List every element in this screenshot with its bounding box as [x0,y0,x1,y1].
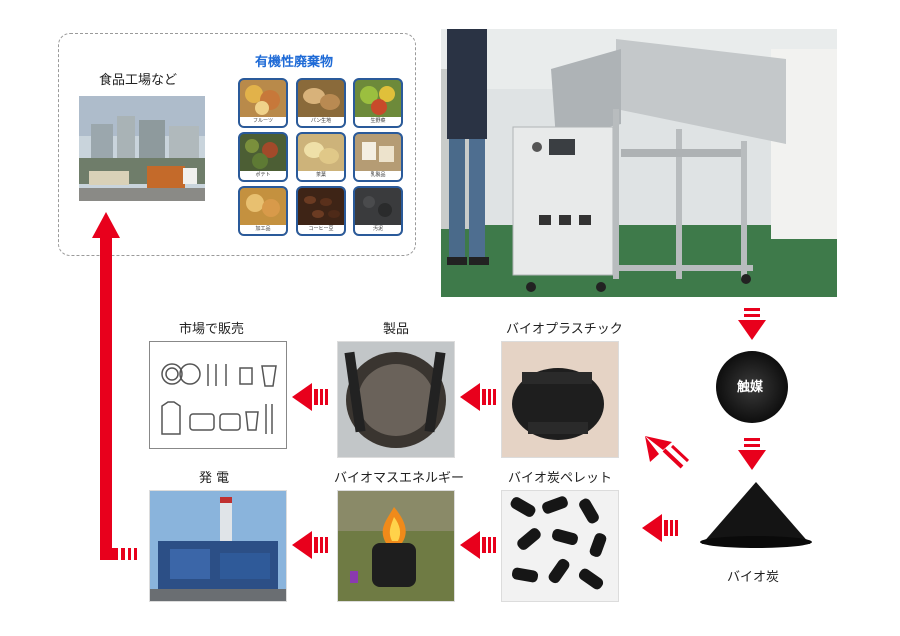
carbonization-machine-photo [441,29,837,297]
market-label: 市場で販売 [179,322,245,337]
waste-label-vegetable: 生野菜 [355,117,401,126]
waste-label-tea: ポテト [240,171,286,180]
product-label: 製品 [383,322,410,337]
waste-title: 有機性廃棄物 [255,55,334,70]
waste-tile-potato: 茶葉 [296,132,346,182]
arrow-energy-to-power [292,531,328,559]
waste-label-bread: パン生地 [298,117,344,126]
arrow-bioplastic-to-product [460,383,496,411]
waste-label-dairy: 乳製品 [355,171,401,180]
market-image [149,341,287,449]
biochar-image [696,478,814,548]
waste-label-sludge: 汚泥 [355,225,401,234]
arrow-pellet-to-energy [460,531,496,559]
catalyst-label: 触媒 [737,380,764,395]
factory-photo [79,96,205,201]
waste-label-potato: 茶葉 [298,171,344,180]
factory-label: 食品工場など [99,73,178,88]
pellet-image [501,490,619,602]
biochar-label: バイオ炭 [727,570,780,585]
product-image [337,341,455,458]
arrow-product-to-market [292,383,328,411]
arrow-biochar-to-pellet [642,514,678,542]
power-plant-image [149,490,287,602]
bioplastic-label: バイオプラスチック [506,322,623,337]
arrow-power-to-source [92,212,137,560]
waste-label-coffee: コーヒー豆 [298,225,344,234]
energy-image [337,490,455,602]
arrow-catalyst-to-biochar [738,438,766,470]
waste-label-processed: 加工品 [240,225,286,234]
bioplastic-image [501,341,619,458]
arrow-biochar-to-bioplastic [645,436,690,469]
waste-tile-tea: ポテト [238,132,288,182]
waste-tile-processed: 加工品 [238,186,288,236]
pellet-label: バイオ炭ペレット [508,471,613,486]
power-label: 発 電 [199,471,230,486]
waste-tile-vegetable: 生野菜 [353,78,403,128]
waste-tile-fruit: フルーツ [238,78,288,128]
waste-source-group [58,33,416,256]
waste-label-fruit: フルーツ [240,117,286,126]
waste-tile-sludge: 汚泥 [353,186,403,236]
catalyst-image [712,345,792,425]
waste-tile-coffee: コーヒー豆 [296,186,346,236]
energy-label: バイオマスエネルギー [334,471,465,486]
arrow-machine-to-catalyst [738,308,766,340]
waste-tile-dairy: 乳製品 [353,132,403,182]
waste-tile-bread: パン生地 [296,78,346,128]
